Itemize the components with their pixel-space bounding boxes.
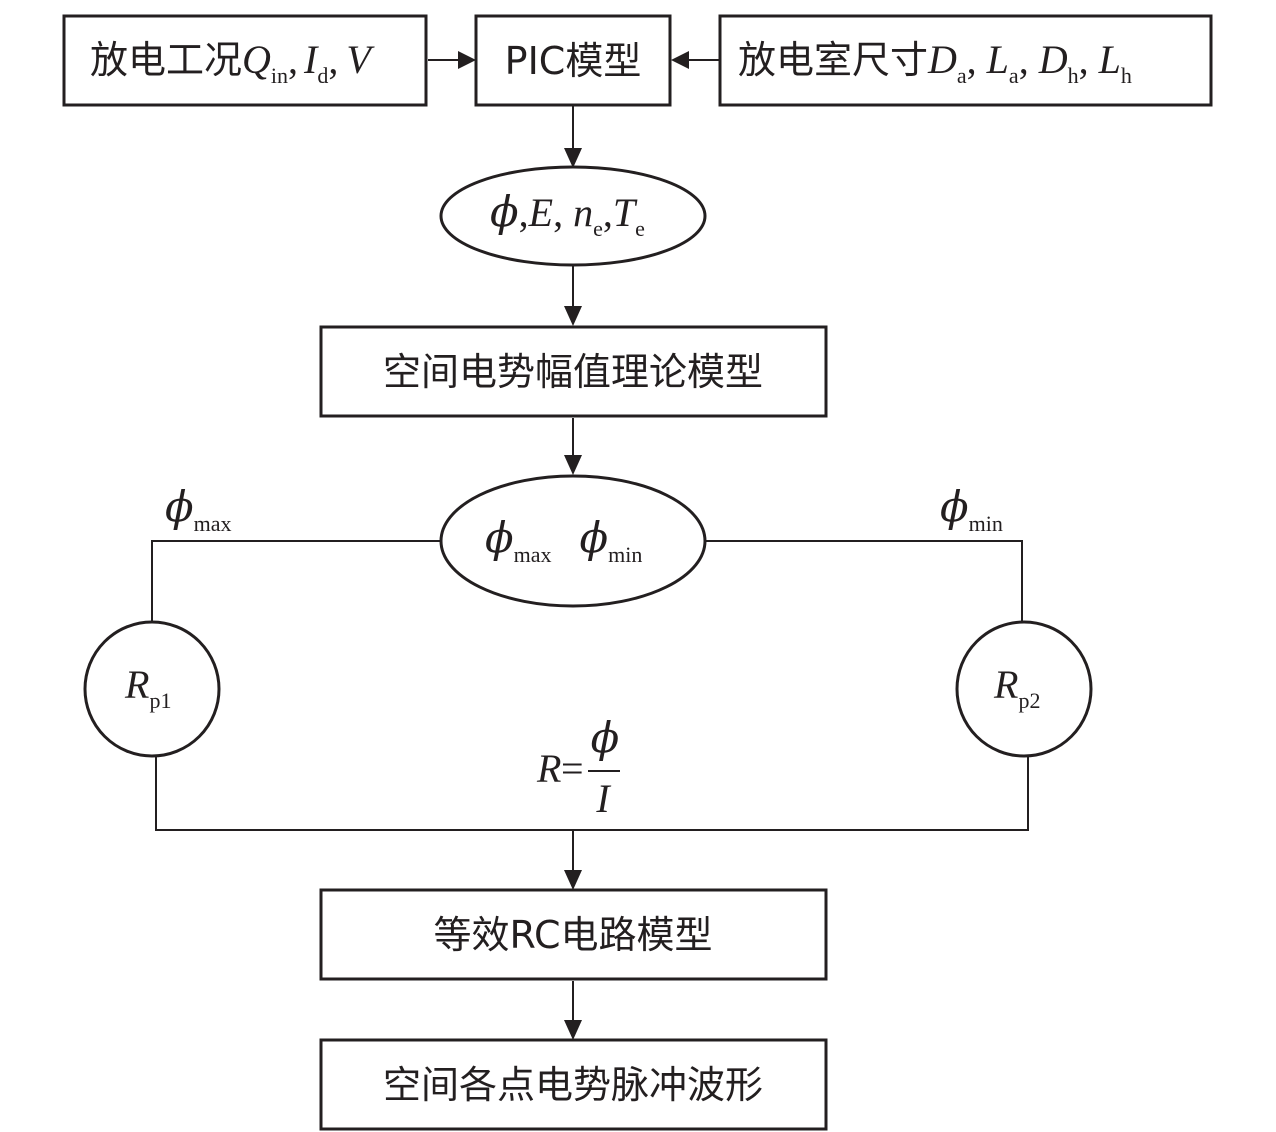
- resistor-rp1-text: Rp1: [124, 662, 171, 713]
- sub-max: max: [514, 542, 552, 567]
- right-branch-label: ϕmin: [940, 482, 1003, 536]
- output-frame: [319, 1038, 828, 1131]
- comma-e: ,: [553, 190, 573, 235]
- symbol-e-field: E: [528, 190, 553, 235]
- sub-la: a: [1009, 63, 1019, 88]
- symbol-i: I: [303, 37, 319, 82]
- symbol-n: n: [573, 190, 593, 235]
- pic-outputs-text: ϕ,E, ne,Te: [490, 187, 645, 241]
- comma-2: ,: [328, 37, 338, 82]
- sub-dh: h: [1068, 63, 1079, 88]
- arrowhead-outputs-to-amplitude: [564, 306, 582, 326]
- chamber-size-label: 放电室尺寸: [738, 38, 928, 82]
- arrowhead-join-to-rc: [564, 870, 582, 890]
- pic-outputs-frame: [439, 165, 707, 267]
- pic-model-box: PIC模型: [474, 14, 672, 107]
- symbol-lh: L: [1098, 37, 1121, 82]
- comma-da: ,: [967, 37, 987, 82]
- comma-la: ,: [1019, 37, 1039, 82]
- input-conditions-text: 放电工况Qin,Id,V: [90, 37, 375, 88]
- symbol-phi-max: ϕ: [485, 513, 514, 562]
- pic-model-label: PIC模型: [505, 39, 642, 83]
- left-branch-label: ϕmax: [165, 482, 232, 536]
- resistor-rp1-circle: [83, 620, 221, 758]
- sub-ne: e: [593, 216, 603, 241]
- formula-denominator: I: [595, 776, 611, 821]
- symbol-la: L: [986, 37, 1009, 82]
- amplitude-model-label: 空间电势幅值理论模型: [383, 350, 763, 394]
- amplitude-model-frame: [319, 325, 828, 418]
- output-box: 空间各点电势脉冲波形: [319, 1038, 828, 1131]
- symbol-t: T: [613, 190, 638, 235]
- arrowhead-conditions-to-pic: [458, 51, 476, 69]
- left-branch-sub: max: [194, 511, 232, 536]
- sub-min: min: [608, 542, 642, 567]
- rc-model-frame: [319, 888, 828, 981]
- resistor-rp2-symbol: R: [993, 662, 1018, 707]
- pic-model-frame: [474, 14, 672, 107]
- sub-te: e: [635, 216, 645, 241]
- resistor-rp2-sub: p2: [1018, 688, 1040, 713]
- formula-equals: =: [561, 746, 584, 791]
- wire-resistors-join: [155, 756, 1029, 831]
- left-branch-phi: ϕ: [165, 482, 194, 531]
- comma-phi: ,: [519, 190, 529, 235]
- resistance-formula: R = ϕ I: [536, 713, 620, 821]
- extremes-frame: [439, 474, 707, 608]
- arrowhead-pic-to-outputs: [564, 148, 582, 168]
- resistor-rp2-text: Rp2: [993, 662, 1040, 713]
- symbol-dh: D: [1038, 37, 1068, 82]
- symbol-v: V: [346, 37, 375, 82]
- input-conditions-frame: [62, 14, 428, 107]
- wire-min-to-rp2: [706, 540, 1023, 623]
- output-label: 空间各点电势脉冲波形: [383, 1063, 763, 1107]
- chamber-size-frame: [718, 14, 1213, 107]
- arrowhead-rc-to-output: [564, 1020, 582, 1040]
- symbol-phi-min: ϕ: [580, 513, 609, 562]
- right-branch-sub: min: [969, 511, 1003, 536]
- arrowhead-chamber-to-pic: [671, 51, 689, 69]
- symbol-q: Q: [242, 37, 271, 82]
- right-branch-phi: ϕ: [940, 482, 969, 531]
- resistor-rp2-circle: [955, 620, 1093, 758]
- input-conditions-label: 放电工况: [90, 38, 242, 82]
- arrowhead-amplitude-to-extremes: [564, 455, 582, 475]
- wire-max-to-rp1: [151, 540, 441, 622]
- formula-numerator: ϕ: [591, 713, 620, 762]
- symbol-da: D: [927, 37, 957, 82]
- pic-outputs-ellipse: ϕ,E, ne,Te: [439, 165, 707, 267]
- symbol-phi: ϕ: [490, 187, 519, 236]
- input-conditions-box: 放电工况Qin,Id,V: [62, 14, 428, 107]
- resistor-rp1-symbol: R: [124, 662, 149, 707]
- comma-1: ,: [288, 37, 298, 82]
- chamber-size-box: 放电室尺寸Da, La, Dh, Lh: [718, 14, 1213, 107]
- sub-in: in: [271, 63, 288, 88]
- sub-d: d: [317, 63, 328, 88]
- sub-da: a: [957, 63, 967, 88]
- amplitude-model-box: 空间电势幅值理论模型: [319, 325, 828, 418]
- comma-dh: ,: [1079, 37, 1099, 82]
- resistor-rp1-sub: p1: [149, 688, 171, 713]
- resistor-rp1: Rp1: [83, 620, 221, 758]
- connectors: [151, 51, 1029, 1040]
- chamber-size-text: 放电室尺寸Da, La, Dh, Lh: [738, 37, 1132, 88]
- rc-model-label: 等效RC电路模型: [433, 913, 712, 957]
- formula-r: R: [536, 746, 561, 791]
- resistor-rp2: Rp2: [955, 620, 1093, 758]
- rc-model-box: 等效RC电路模型: [319, 888, 828, 981]
- comma-n: ,: [603, 190, 613, 235]
- sub-lh: h: [1121, 63, 1132, 88]
